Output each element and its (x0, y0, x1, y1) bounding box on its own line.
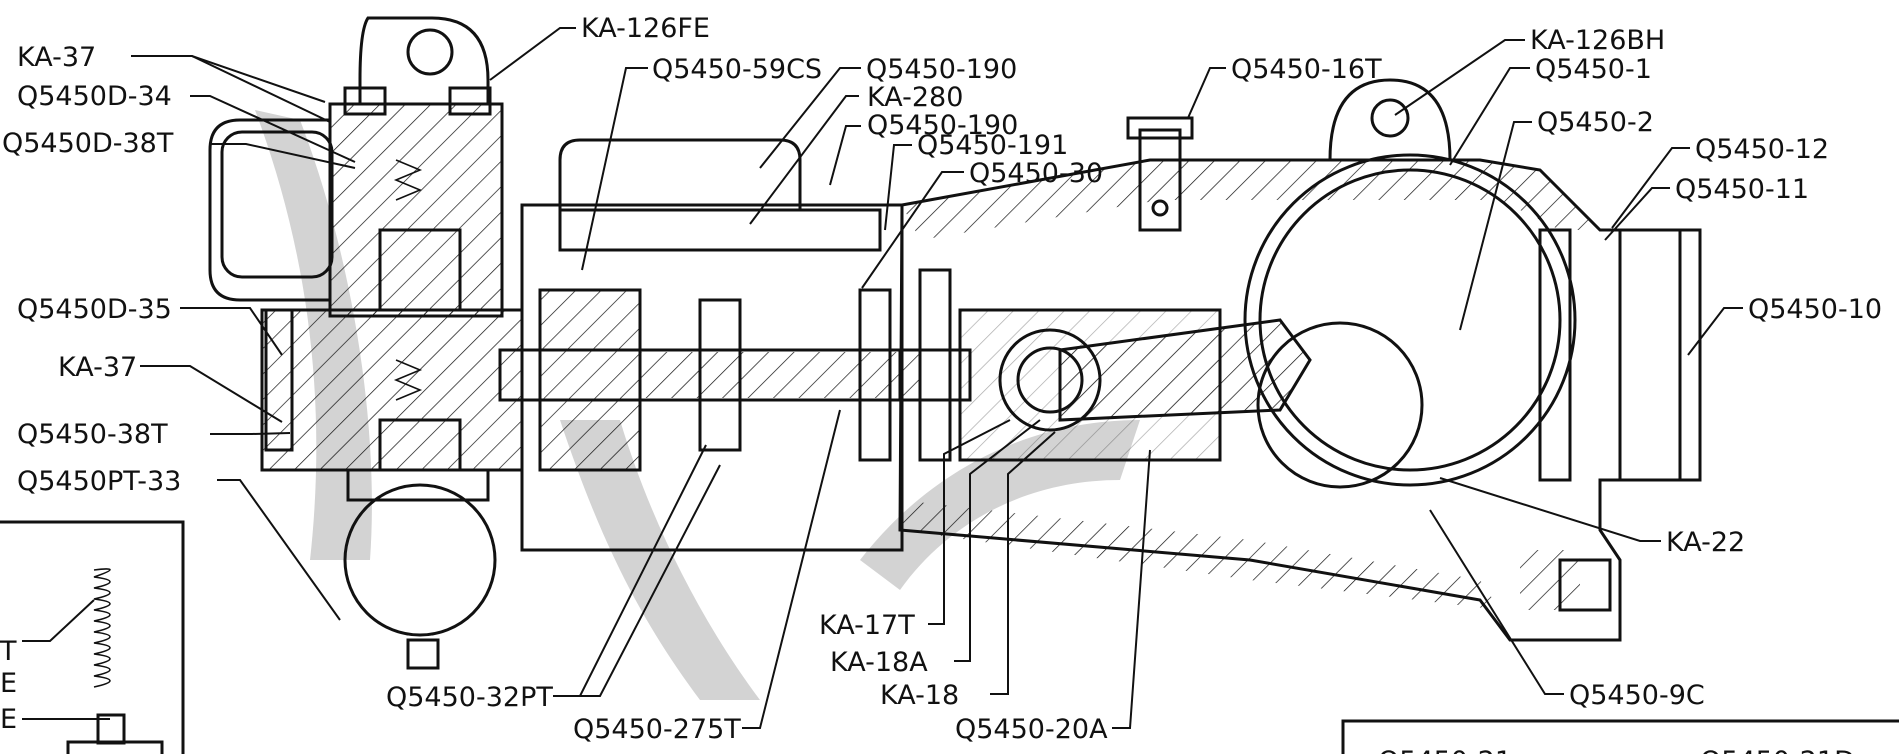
label-q5450-12: Q5450-12 (1695, 134, 1829, 165)
label-ka-37-mid: KA-37 (58, 352, 137, 383)
label-q5450-191: Q5450-191 (917, 130, 1068, 161)
label-q5450-190-b: Q5450-190 (867, 110, 1018, 141)
label-inset-e2: E (0, 704, 17, 735)
label-q5450-190-a: Q5450-190 (866, 54, 1017, 85)
label-q5450-38t: Q5450-38T (17, 419, 168, 450)
label-q5450d-34: Q5450D-34 (17, 81, 172, 112)
label-inset-e1: E (0, 668, 17, 699)
label-ka-22: KA-22 (1666, 527, 1745, 558)
label-q5450-30: Q5450-30 (969, 158, 1103, 189)
label-q5450-11: Q5450-11 (1675, 174, 1809, 205)
label-ka-17t: KA-17T (819, 610, 915, 641)
label-bottom-box-right: Q5450-21D (1700, 746, 1855, 754)
label-q5450-275t: Q5450-275T (573, 714, 741, 745)
label-q5450pt-33: Q5450PT-33 (17, 466, 181, 497)
leader-lines (22, 27, 1743, 729)
bottom-right-box (1341, 719, 1899, 754)
fluid-end (208, 16, 524, 670)
label-q5450-16t: Q5450-16T (1231, 54, 1382, 85)
power-frame (898, 78, 1702, 642)
label-ka-18a: KA-18A (830, 647, 928, 678)
label-q5450-32pt: Q5450-32PT (386, 682, 553, 713)
label-q5450-20a: Q5450-20A (955, 714, 1108, 745)
label-q5450-10: Q5450-10 (1748, 294, 1882, 325)
label-q5450-9c: Q5450-9C (1569, 680, 1705, 711)
plunger-section (498, 138, 972, 552)
label-ka-126fe: KA-126FE (581, 13, 710, 44)
label-q5450d-35: Q5450D-35 (17, 294, 172, 325)
label-ka-37-top: KA-37 (17, 42, 96, 73)
label-ka-126bh: KA-126BH (1530, 25, 1665, 56)
label-ka-280: KA-280 (867, 82, 963, 113)
label-q5450d-38t: Q5450D-38T (2, 128, 174, 159)
label-bottom-box-left: Q5450-21 (1378, 746, 1512, 754)
label-q5450-1: Q5450-1 (1535, 54, 1652, 85)
label-q5450-2: Q5450-2 (1537, 107, 1654, 138)
inset-box (0, 520, 185, 754)
label-inset-t: T (0, 636, 17, 667)
part-labels: KA-126FE KA-37 Q5450D-34 Q5450D-38T Q545… (0, 13, 1882, 754)
label-ka-18: KA-18 (880, 680, 959, 711)
label-q5450-59cs: Q5450-59CS (652, 54, 822, 85)
